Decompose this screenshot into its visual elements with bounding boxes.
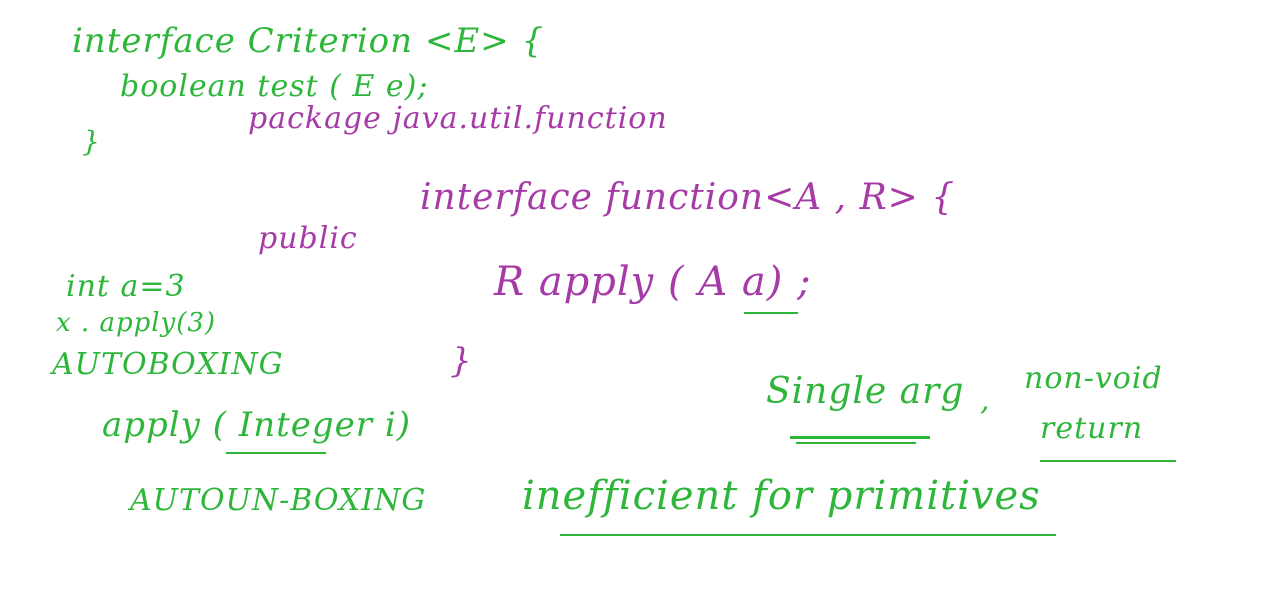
criterion-test-method: boolean test ( E e); bbox=[120, 69, 429, 104]
autounboxing-label: AUTOUN-BOXING bbox=[130, 483, 427, 518]
single-arg-underline-2 bbox=[796, 442, 916, 444]
parameter-type-underline bbox=[744, 312, 798, 314]
autoboxing-label: AUTOBOXING bbox=[52, 347, 284, 382]
criterion-interface-declaration: interface Criterion <E> { bbox=[72, 21, 545, 61]
integer-underline bbox=[226, 452, 326, 454]
single-arg-underline bbox=[790, 436, 930, 439]
apply-method-signature: R apply ( A a) ; bbox=[494, 259, 812, 305]
int-declaration-note: int a=3 bbox=[66, 269, 186, 304]
package-statement-fragment: package java.util.function bbox=[248, 101, 668, 136]
apply-call-note: x . apply(3) bbox=[56, 308, 217, 338]
single-arg-note: Single arg bbox=[766, 371, 965, 412]
criterion-closing-brace: } bbox=[82, 125, 101, 158]
return-note: return bbox=[1040, 411, 1144, 446]
return-underline bbox=[1040, 460, 1176, 462]
public-keyword: public bbox=[258, 221, 358, 256]
inefficient-for-primitives-note: inefficient for primitives bbox=[522, 473, 1041, 519]
non-void-note: non-void bbox=[1024, 361, 1163, 396]
function-interface-declaration: interface function<A , R> { bbox=[420, 177, 956, 218]
inefficient-underline bbox=[560, 534, 1056, 536]
note-separator-comma: , bbox=[980, 383, 991, 418]
function-closing-brace: } bbox=[450, 341, 473, 381]
apply-integer-note: apply ( Integer i) bbox=[102, 405, 411, 445]
